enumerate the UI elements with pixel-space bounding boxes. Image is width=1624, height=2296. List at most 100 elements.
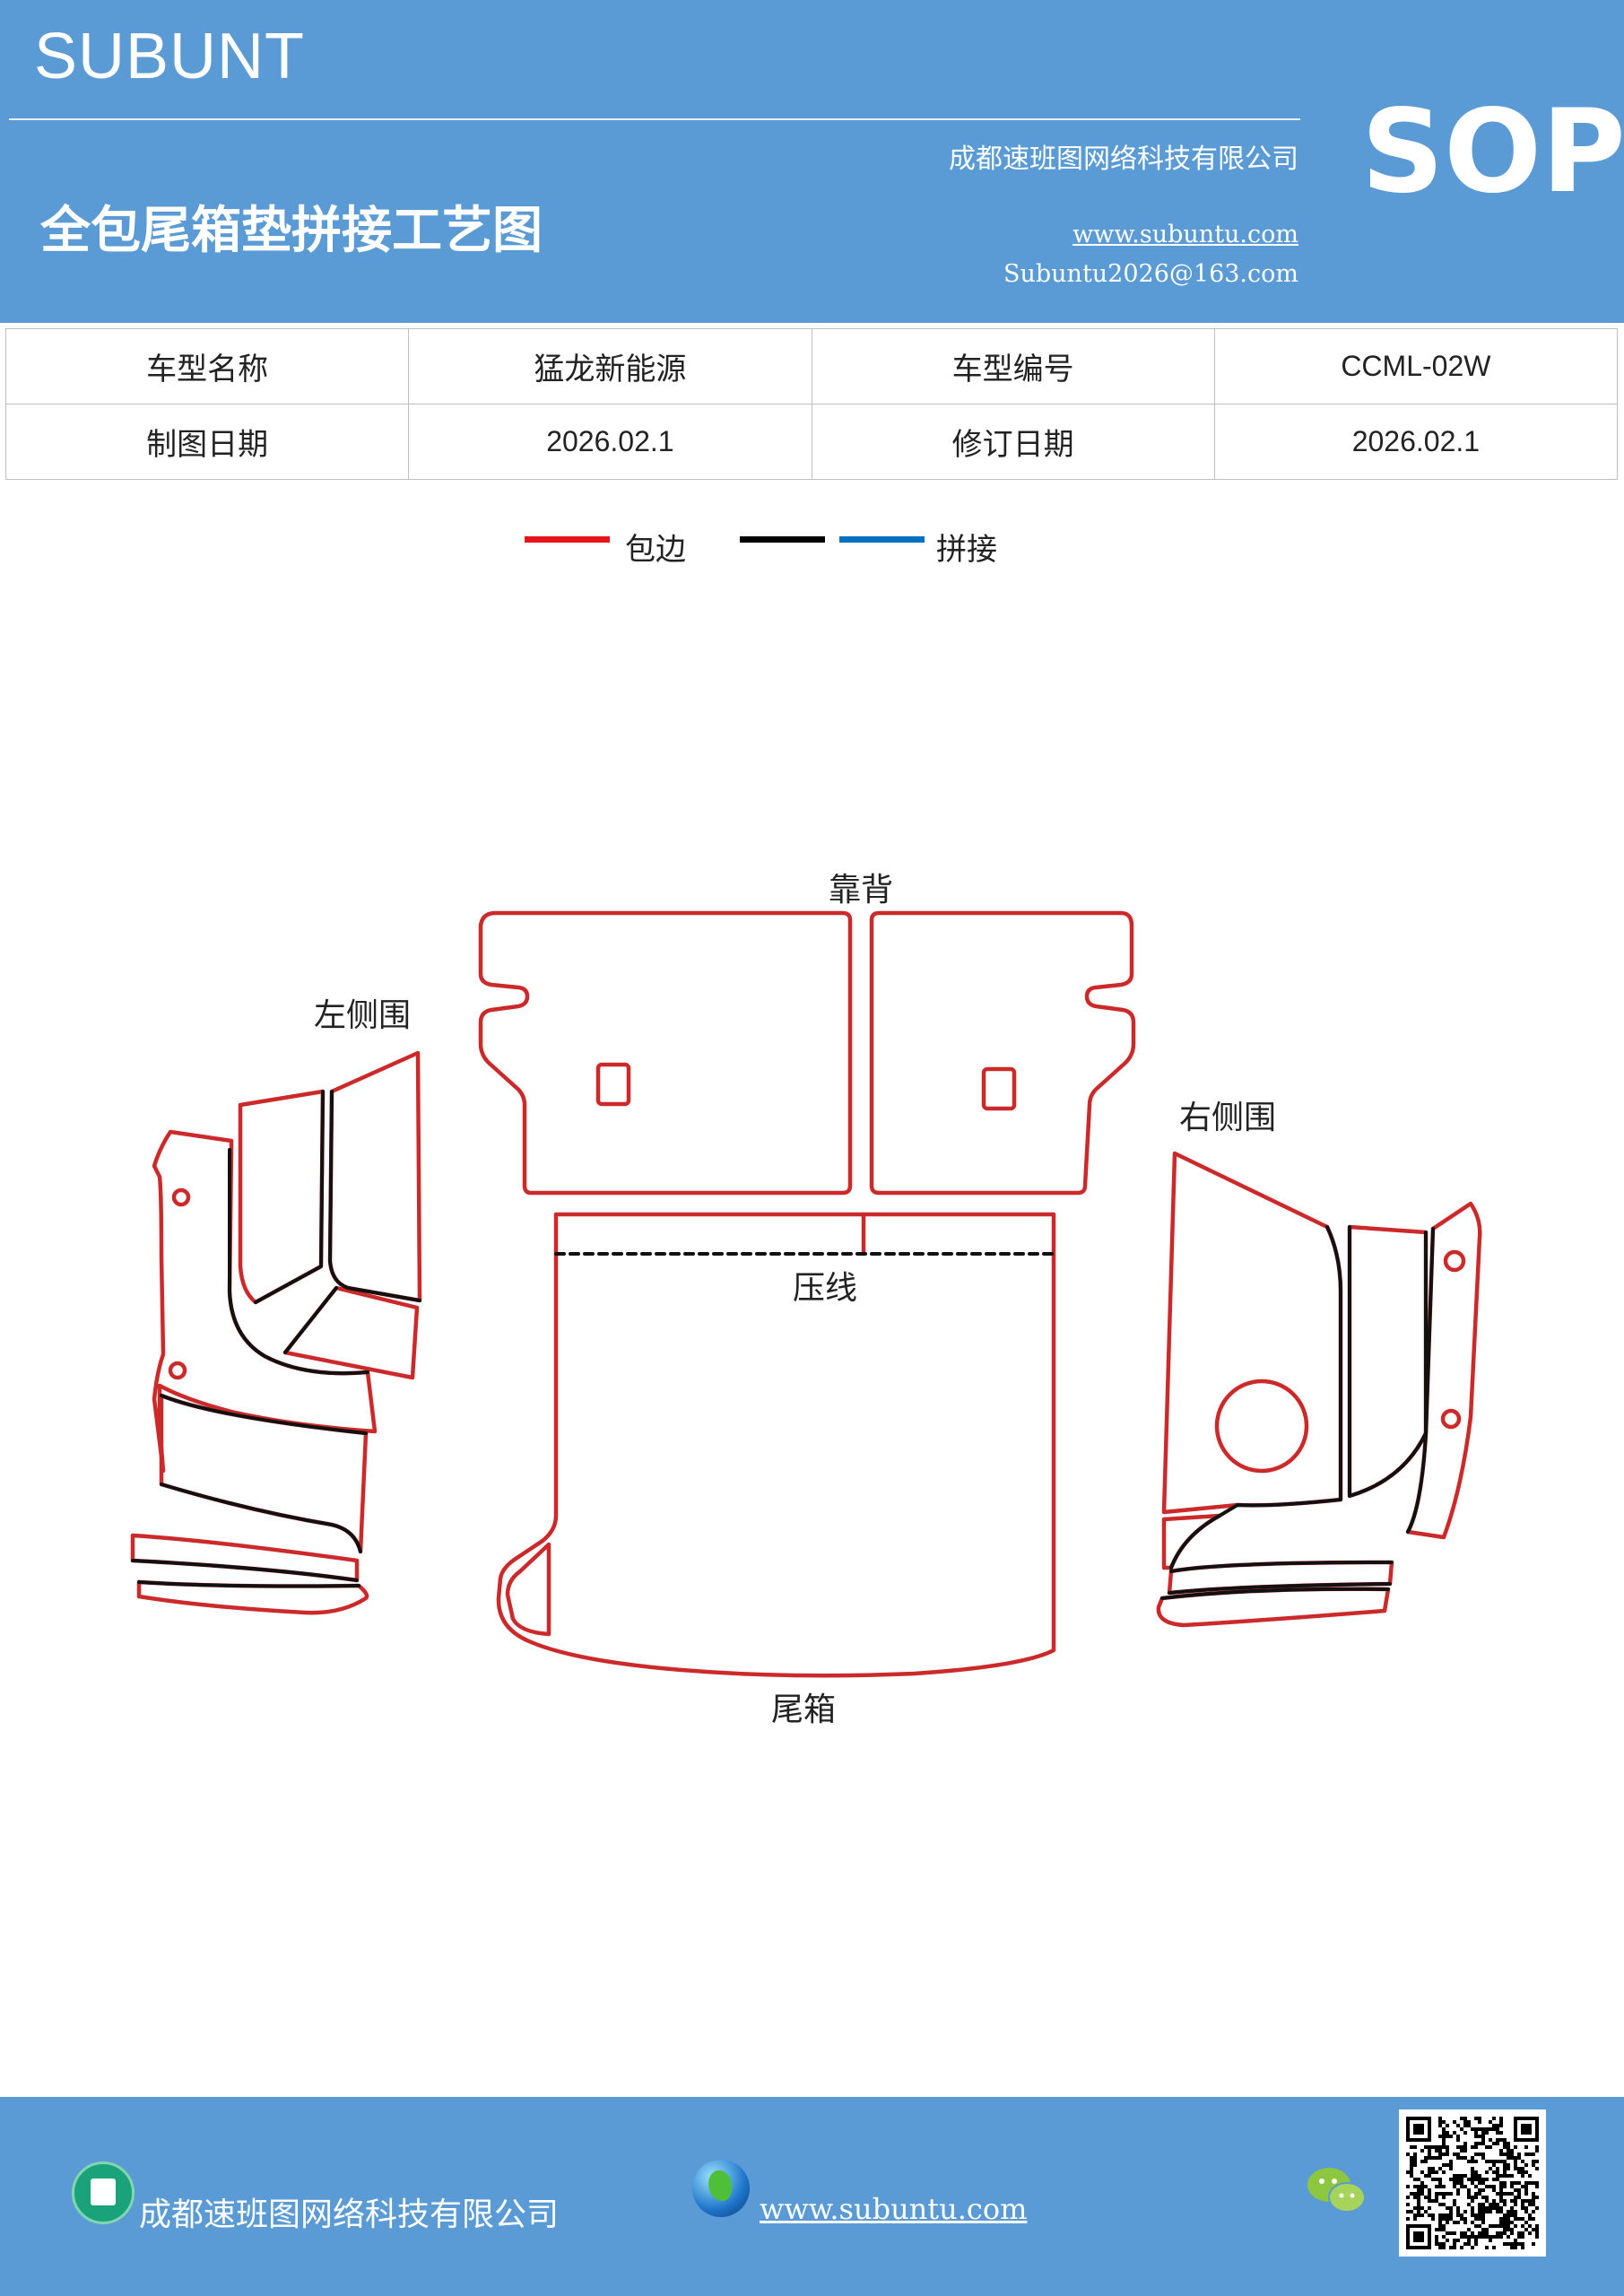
qr-module: [1463, 2217, 1467, 2221]
qr-module: [1524, 2181, 1528, 2185]
qr-module: [1456, 2188, 1460, 2192]
qr-module: [1503, 2152, 1507, 2156]
qr-module: [1471, 2160, 1474, 2163]
qr-module: [1471, 2170, 1474, 2174]
qr-module: [1431, 2145, 1435, 2149]
qr-module: [1442, 2203, 1446, 2206]
qr-module: [1467, 2203, 1471, 2206]
qr-module: [1438, 2135, 1442, 2138]
qr-module: [1499, 2174, 1503, 2178]
qr-module: [1460, 2149, 1463, 2152]
qr-module: [1442, 2142, 1446, 2145]
qr-module: [1474, 2174, 1478, 2178]
label-left-side: 左侧围: [314, 997, 411, 1034]
qr-module: [1478, 2235, 1481, 2239]
qr-module: [1528, 2224, 1532, 2228]
qr-module: [1481, 2152, 1485, 2156]
qr-module: [1503, 2160, 1507, 2163]
qr-module: [1510, 2242, 1514, 2246]
seam-line: [160, 1394, 368, 1435]
qr-module: [1474, 2170, 1478, 2174]
qr-module: [1492, 2117, 1496, 2120]
qr-module: [1463, 2120, 1467, 2124]
qr-module: [1485, 2206, 1489, 2210]
qr-module: [1431, 2178, 1435, 2181]
qr-module: [1471, 2210, 1474, 2213]
qr-module: [1410, 2174, 1413, 2178]
qr-module: [1460, 2246, 1463, 2249]
qr-module: [1449, 2160, 1453, 2163]
qr-module: [1471, 2174, 1474, 2178]
qr-module: [1442, 2196, 1446, 2199]
qr-module: [1478, 2213, 1481, 2217]
seam-line: [137, 1580, 360, 1588]
qr-module: [1449, 2167, 1453, 2170]
qr-module: [1410, 2210, 1413, 2213]
label-right-side: 右侧围: [1179, 1100, 1276, 1136]
qr-module: [1438, 2213, 1442, 2217]
qr-module: [1535, 2231, 1539, 2235]
qr-module: [1474, 2142, 1478, 2145]
qr-module: [1514, 2163, 1517, 2167]
footer-website-link[interactable]: www.subuntu.com: [760, 2192, 1028, 2226]
qr-module: [1499, 2185, 1503, 2188]
qr-module: [1410, 2192, 1413, 2196]
qr-module: [1410, 2145, 1413, 2149]
qr-module: [1481, 2135, 1485, 2138]
qr-module: [1442, 2135, 1446, 2138]
qr-module: [1435, 2145, 1438, 2149]
qr-module: [1514, 2210, 1517, 2213]
table-cell: 车型编号: [811, 328, 1215, 404]
qr-module: [1503, 2185, 1507, 2188]
wechat-icon[interactable]: [1305, 2163, 1368, 2217]
qr-module: [1503, 2170, 1507, 2174]
qr-module: [1503, 2138, 1507, 2142]
qr-module: [1417, 2213, 1420, 2217]
right-side-hole-lower: [1440, 1408, 1462, 1430]
qr-module: [1521, 2174, 1524, 2178]
qr-module: [1514, 2167, 1517, 2170]
seam-line: [1160, 1587, 1390, 1600]
right-side-panel-mid: [1347, 1224, 1429, 1499]
qr-module: [1499, 2210, 1503, 2213]
qr-module: [1524, 2228, 1528, 2231]
qr-module: [1413, 2213, 1417, 2217]
building-icon: [72, 2161, 135, 2224]
qr-module: [1499, 2235, 1503, 2239]
qr-module: [1517, 2242, 1521, 2246]
qr-module: [1492, 2124, 1496, 2127]
qr-module: [1485, 2160, 1489, 2163]
qr-module: [1442, 2127, 1446, 2131]
seam-line: [160, 1483, 362, 1553]
qr-module: [1496, 2235, 1499, 2239]
header-banner: [0, 0, 1624, 323]
table-row: 制图日期 2026.02.1 修订日期 2026.02.1: [4, 404, 1619, 480]
qr-module: [1535, 2185, 1539, 2188]
qr-module: [1507, 2192, 1510, 2196]
qr-module: [1449, 2163, 1453, 2167]
qr-module: [1514, 2196, 1517, 2199]
qr-module: [1438, 2181, 1442, 2185]
seam-line: [1169, 1561, 1394, 1573]
qr-module: [1417, 2185, 1420, 2188]
left-side-panel-c: [282, 1285, 420, 1380]
qr-module: [1517, 2231, 1521, 2235]
left-side-panel-b: [327, 1050, 422, 1303]
qr-module: [1514, 2199, 1517, 2203]
qr-module: [1517, 2196, 1521, 2199]
sop-badge: SOP: [1361, 85, 1624, 219]
qr-module: [1481, 2231, 1485, 2235]
qr-module: [1456, 2145, 1460, 2149]
qr-finder: [1413, 2231, 1424, 2242]
header-website-link[interactable]: www.subuntu.com: [1073, 221, 1298, 248]
qr-module: [1532, 2210, 1535, 2213]
qr-module: [1442, 2224, 1446, 2228]
seam-line: [228, 1148, 369, 1376]
qr-module: [1492, 2246, 1496, 2249]
seam-line: [1168, 1582, 1392, 1595]
qr-module: [1474, 2185, 1478, 2188]
qr-module: [1481, 2142, 1485, 2145]
qr-module: [1428, 2149, 1431, 2152]
qr-module: [1492, 2170, 1496, 2174]
qr-module: [1499, 2124, 1503, 2127]
